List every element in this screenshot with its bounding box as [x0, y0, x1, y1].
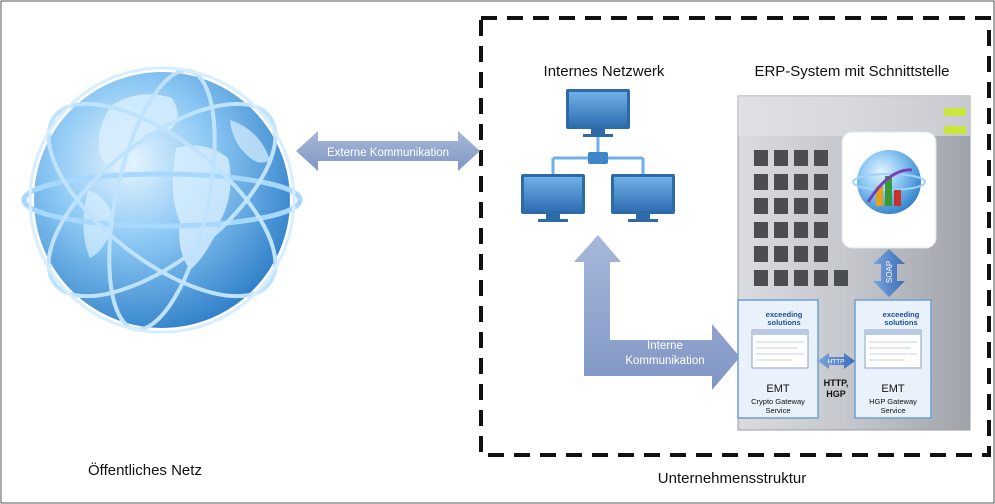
internal-network-title: Internes Netzwerk [544, 63, 665, 80]
emt-hgp-gateway-module: exceeding solutions EMT HGP Gateway Serv… [854, 299, 932, 419]
emt-crypto-gateway-module: exceeding solutions EMT Crypto Gateway S… [737, 299, 819, 419]
server-vent [754, 174, 768, 190]
screenshot-thumbnail [864, 329, 922, 369]
module-title: EMT [766, 383, 790, 395]
http-hgp-label-line2: HGP [826, 389, 846, 399]
server-vent [754, 270, 768, 286]
external-comm-label: Externe Kommunikation [327, 147, 449, 159]
enterprise-boundary [479, 16, 991, 457]
server-vent [774, 150, 788, 166]
server-vent [754, 150, 768, 166]
internal-comm-label-line2: Kommunikation [625, 355, 704, 367]
external-communication-arrow: Externe Kommunikation [296, 131, 480, 171]
server-vent [794, 150, 808, 166]
monitor-icon [521, 174, 585, 222]
enterprise-label: Unternehmensstruktur [658, 470, 806, 487]
server-vent [754, 198, 768, 214]
server-vent [794, 198, 808, 214]
module-subtitle-line1: Crypto Gateway [751, 397, 805, 406]
status-led [944, 108, 966, 116]
server-vent [754, 246, 768, 262]
server-vent [754, 222, 768, 238]
server-vent [794, 270, 808, 286]
server-vent [814, 198, 828, 214]
server-vent [794, 246, 808, 262]
module-subtitle-line2: Service [765, 406, 790, 415]
server-vent [814, 246, 828, 262]
server-vent [774, 270, 788, 286]
server-vent [774, 174, 788, 190]
module-subtitle-line2: Service [880, 406, 905, 415]
server-vent [834, 270, 848, 286]
http-hgp-label-line1: HTTP, [824, 378, 849, 388]
brand-line1: exceeding [766, 310, 803, 319]
soap-label: SOAP [885, 261, 894, 283]
screenshot-thumbnail [751, 329, 809, 369]
internal-comm-label-line1: Interne [647, 340, 683, 352]
server-vent [774, 222, 788, 238]
network-topology-icon [521, 89, 675, 222]
server-vent [814, 270, 828, 286]
brand-line1: exceeding [883, 310, 920, 319]
module-subtitle-line1: HGP Gateway [869, 397, 917, 406]
server-vent [774, 198, 788, 214]
monitor-icon [611, 174, 675, 222]
server-vent [774, 246, 788, 262]
soap-arrow: SOAP [873, 249, 905, 297]
brand-line2: solutions [884, 318, 917, 327]
server-vent [814, 174, 828, 190]
http-arrow: HTTP HTTP, HGP [818, 353, 855, 399]
server-vent [794, 222, 808, 238]
erp-application-icon [841, 131, 937, 249]
monitor-icon [566, 89, 630, 137]
erp-title: ERP-System mit Schnittstelle [754, 63, 949, 80]
server-vent [814, 150, 828, 166]
server-vent [794, 174, 808, 190]
http-badge-label: HTTP [828, 359, 845, 366]
brand-line2: solutions [767, 318, 800, 327]
internal-communication-arrow: Interne Kommunikation [574, 235, 740, 390]
public-network-label: Öffentliches Netz [88, 461, 202, 479]
status-led [944, 126, 966, 134]
module-title: EMT [881, 383, 905, 395]
server-vent [814, 222, 828, 238]
globe-icon [21, 66, 303, 334]
